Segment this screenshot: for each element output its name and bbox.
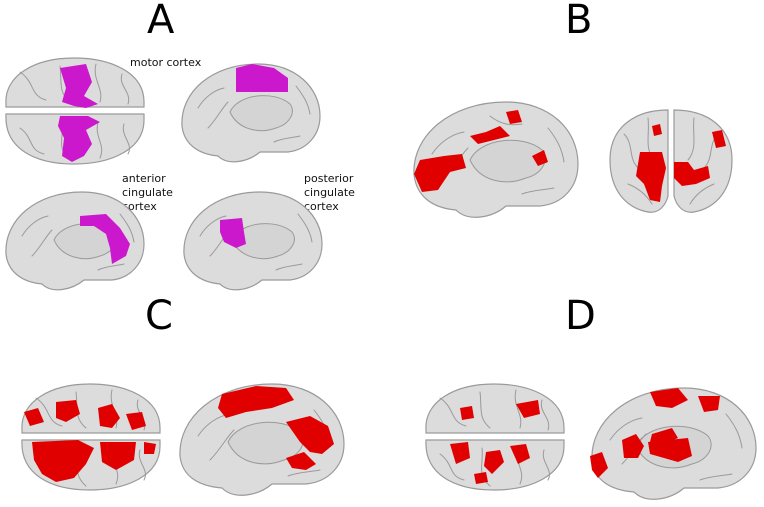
panel-label-c: C — [145, 293, 173, 339]
brain-top-view-d — [425, 383, 565, 491]
panel-label-b: B — [565, 0, 593, 43]
label-motor-cortex: motor cortex — [130, 56, 202, 69]
panel-label-d: D — [565, 293, 596, 339]
brain-top-view-a — [5, 57, 145, 165]
panel-label-a: A — [147, 0, 175, 43]
brain-medial-view-a-motor — [181, 63, 321, 163]
brain-top-view-c — [21, 383, 161, 491]
label-anterior-cingulate-cortex: anterior cingulate cortex — [122, 172, 173, 213]
brain-medial-view-d — [590, 387, 757, 500]
label-posterior-cingulate-cortex: posterior cingulate cortex — [304, 172, 355, 213]
brain-coronal-view-b — [609, 109, 733, 213]
brain-medial-view-b — [413, 101, 579, 218]
brain-medial-view-c — [179, 383, 345, 496]
brain-medial-view-a-anterior-cingulate — [5, 191, 145, 291]
brain-medial-view-a-posterior-cingulate — [183, 191, 323, 291]
